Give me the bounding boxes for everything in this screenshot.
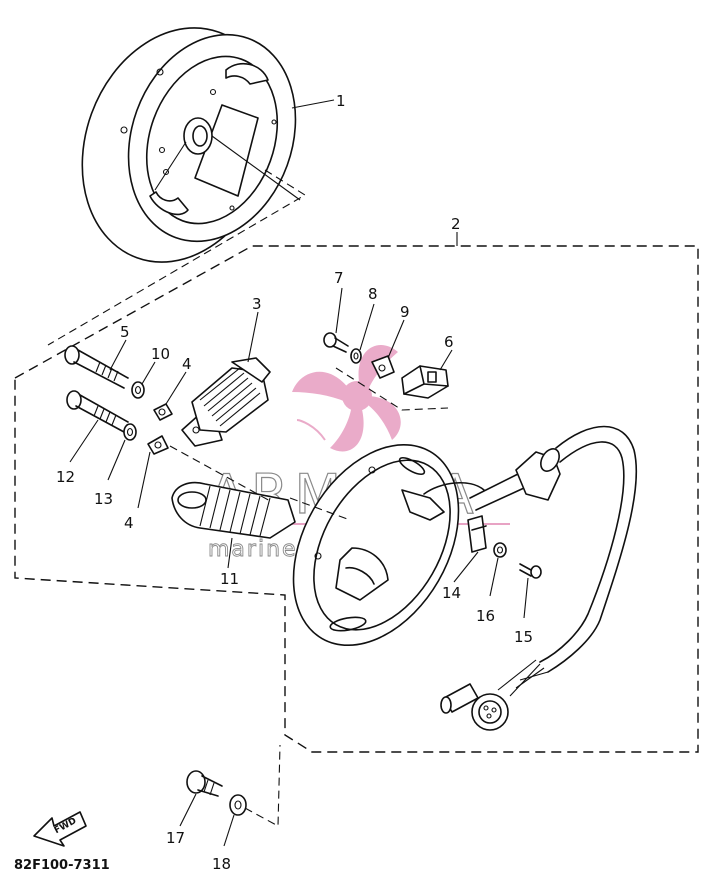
- part-flywheel: [81, 27, 301, 263]
- callout-6: 10: [151, 345, 170, 363]
- callout-15: 15: [514, 628, 533, 646]
- callout-12: 7: [334, 269, 344, 287]
- part-bolt-17: [186, 770, 223, 797]
- part-clip-lower: [147, 435, 169, 455]
- part-stator-base: [292, 443, 485, 647]
- callout-4a: 4: [182, 355, 192, 373]
- callout-2: 2: [451, 215, 461, 233]
- part-screw-15: [519, 563, 542, 579]
- part-pulser-coil: [181, 357, 271, 447]
- callout-18: 18: [212, 855, 231, 873]
- part-bracket-14: [467, 515, 487, 553]
- fwd-arrow-icon: FWD: [33, 811, 87, 847]
- part-washer-13: [350, 348, 362, 364]
- callout-17: 17: [166, 829, 185, 847]
- callout-10: 6: [444, 333, 454, 351]
- callout-7: 11: [220, 570, 239, 588]
- part-bolt-8: [66, 390, 129, 433]
- part-washer-9: [123, 423, 137, 441]
- part-charge-coil: [171, 481, 296, 539]
- callout-16: 16: [476, 607, 495, 625]
- callout-13: 8: [368, 285, 378, 303]
- part-screw-12: [323, 332, 349, 353]
- part-clamp-11: [371, 355, 395, 379]
- part-bolt-5: [64, 345, 129, 389]
- callout-4b: 4: [124, 514, 134, 532]
- part-washer-6: [131, 381, 145, 399]
- callout-3: 3: [252, 295, 262, 313]
- catalog-number: 82F100-7311: [14, 858, 110, 873]
- part-coupler-10: [401, 365, 449, 399]
- callout-14: 14: [442, 584, 461, 602]
- callout-9: 13: [94, 490, 113, 508]
- part-washer-18: [229, 794, 247, 816]
- part-wire-harness: [440, 425, 638, 731]
- callout-1: 1: [336, 92, 346, 110]
- callout-11: 9: [400, 303, 410, 321]
- callout-8: 12: [56, 468, 75, 486]
- part-nut-16: [493, 542, 507, 558]
- part-clip-upper: [153, 403, 173, 421]
- callout-5: 5: [120, 323, 130, 341]
